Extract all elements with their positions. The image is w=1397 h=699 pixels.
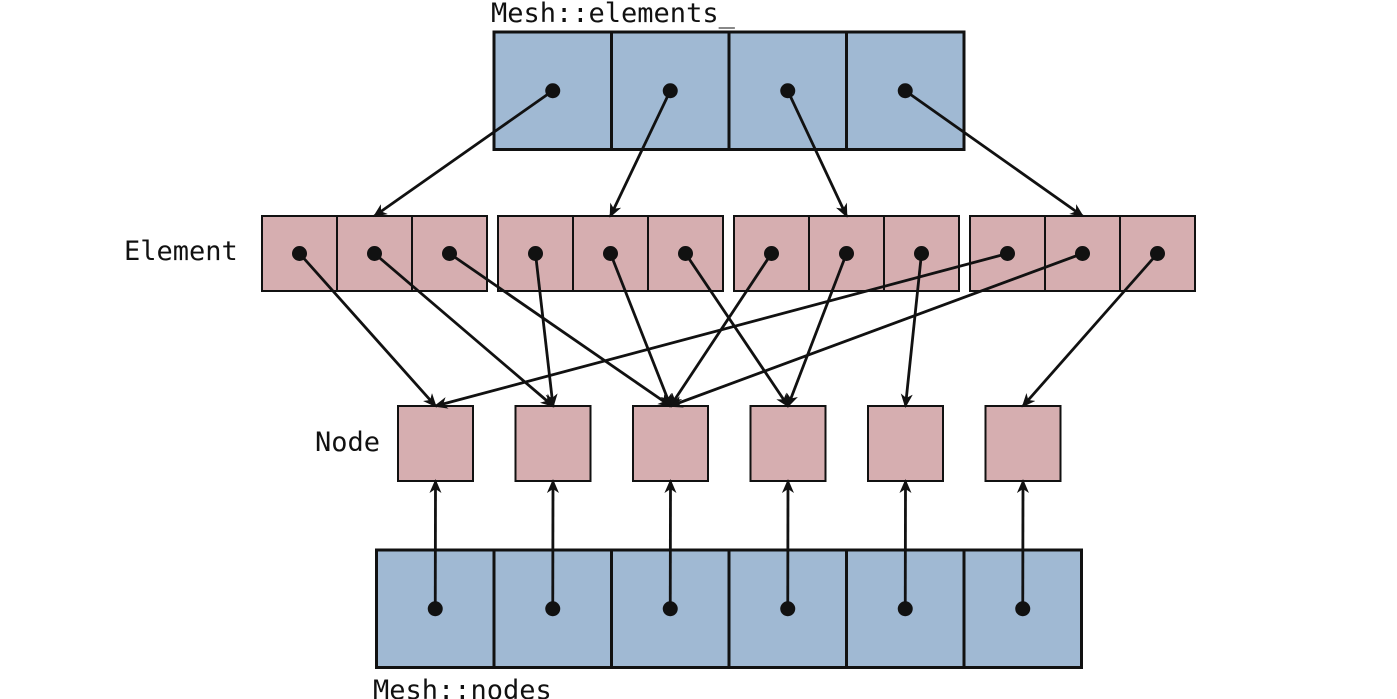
mesh-elements-pointer-dot [780,83,796,99]
mesh-nodes-pointer-dot [545,601,561,617]
element-node-pointer-arrow [373,252,555,408]
mesh-elements-pointer-dot [662,83,678,99]
element-node-slot [497,215,574,292]
element-node-pointer-arrow [433,252,1008,409]
mesh-nodes-pointer-dot [427,601,443,617]
mesh-elements-pointer-arrow [372,89,554,218]
node-box [867,405,944,482]
mesh-nodes-pointer-dot [1015,601,1031,617]
element-node-pointer-dot [678,246,693,261]
node-box [632,405,709,482]
element-node-pointer-arrow [668,252,1083,408]
element-node-slot [969,215,1046,292]
element-node-pointer-dot [528,246,543,261]
mesh-elements-pointer-dot [897,83,913,99]
mesh-elements-pointer-arrow [609,90,672,218]
element-node-pointer-arrow [448,252,673,408]
element-node-pointer-dot [603,246,618,261]
element-label: Element [124,236,238,267]
mesh-elements-pointer-arrow [904,89,1085,218]
mesh-elements-pointer-arrow [786,90,848,218]
element-node-pointer-dot [839,246,854,261]
element-node-pointer-dot [1075,246,1090,261]
element-node-pointer-dot [914,246,929,261]
element-node-pointer-arrow [298,252,437,408]
element-node-pointer-arrow [786,252,848,408]
mesh-nodes-label: Mesh::nodes_ [373,675,569,699]
mesh-nodes-pointer-dot [780,601,796,617]
element-node-pointer-arrow [609,252,672,408]
element-node-pointer-arrow [900,253,923,408]
element-node-pointer-arrow [1021,252,1159,408]
node-box [749,405,827,482]
element-node-pointer-dot [442,246,457,261]
element-node-pointer-dot [367,246,382,261]
node-box [984,405,1062,482]
mesh-elements-label: Mesh::elements_ [491,0,736,29]
element-node-pointer-arrow [534,253,558,408]
node-box [514,405,592,482]
mesh-nodes-pointer-dot [897,601,913,617]
mesh-nodes-pointer-dot [662,601,678,617]
node-label: Node [315,427,380,458]
element-node-pointer-dot [1150,246,1165,261]
mesh-elements-pointer-dot [545,83,561,99]
element-node-pointer-dot [292,246,307,261]
element-node-pointer-dot [1000,246,1015,261]
node-box [397,405,474,482]
element-node-pointer-dot [764,246,779,261]
element-node-pointer-arrow [684,252,790,408]
